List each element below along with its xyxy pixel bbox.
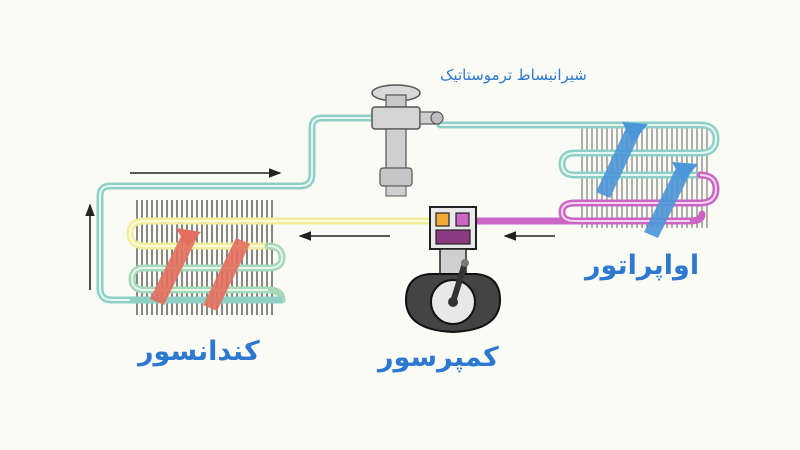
evaporator-airflow-arrow-1 bbox=[596, 128, 640, 198]
evaporator-airflow-arrow-2 bbox=[644, 168, 690, 238]
expansion-valve-label: شیرانبساط ترموستاتیک bbox=[440, 66, 587, 84]
condenser-airflow-arrow-1 bbox=[150, 232, 197, 305]
evaporator-label: اواپراتور bbox=[585, 250, 700, 281]
expansion-valve bbox=[371, 84, 444, 197]
condenser-label: کندانسور bbox=[138, 336, 260, 367]
condenser-airflow-arrow-2 bbox=[203, 238, 250, 311]
compressor-label: کمپرسور bbox=[378, 342, 499, 373]
compressor bbox=[404, 206, 502, 334]
